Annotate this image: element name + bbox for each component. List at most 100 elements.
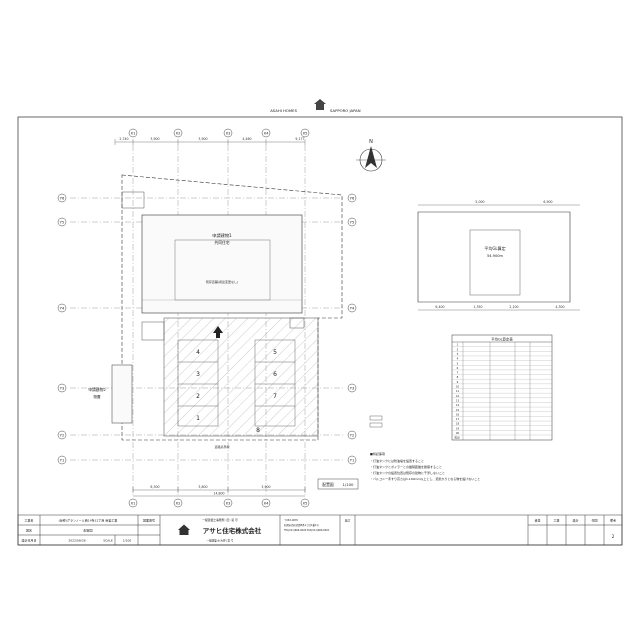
grid-labels-right: Y6 Y5 Y4 Y3 Y2 Y1 [347, 193, 357, 465]
notes-block: ■特記事項 ・灯油タンクには防油堤を設置すること ・灯油タンクとボイラーとの離隔… [370, 451, 480, 481]
gl-total-label: 合計 [454, 436, 460, 440]
north-label: N [369, 139, 373, 145]
gl-table-row-number: 7 [457, 371, 459, 375]
grid-label-top: X5 [303, 131, 308, 135]
gl-table-row-number: 12 [456, 394, 460, 398]
drawing-label: 図名 [26, 528, 32, 533]
small-dim-bottom: 1,350 [473, 305, 482, 309]
entrance-arrow-icon [213, 326, 223, 338]
gl-table-row-number: 14 [456, 403, 460, 407]
small-dim-bottom: 2,100 [509, 305, 518, 309]
note-line: ・灯油タンクとボイラーとの離隔距離を確保すること [370, 464, 442, 469]
brand-left-text: ASAHI HOMES [270, 108, 297, 113]
approval-label: 作図 [591, 518, 597, 523]
gl-table-row-number: 19 [456, 426, 460, 430]
grid-label-bottom: X2 [176, 501, 181, 505]
dim-top-total: 9,177 [295, 137, 304, 141]
grid-label-bottom: X3 [226, 501, 231, 505]
parking-number: 2 [196, 393, 200, 400]
grid-label-left: Y3 [60, 386, 64, 390]
parking-number: 4 [196, 349, 200, 356]
gl-table-row-number: 8 [457, 375, 459, 379]
parking-number: 3 [196, 371, 200, 378]
grid-label-top: X1 [131, 131, 136, 135]
grid-label-right: Y6 [350, 196, 355, 200]
date-value: 2022/08/26 [68, 539, 85, 543]
gl-table: 平均GL算定表 1234567891011121314151617181920 … [451, 334, 553, 441]
gl-table-row-number: 3 [457, 352, 459, 356]
small-dim-bottom: 4,300 [555, 305, 564, 309]
building-1: 申請建物1 共同住宅 既存店舗(用途変更なし) [141, 214, 303, 314]
sheet-label: 図面番号 [143, 518, 155, 523]
dimension-top [114, 139, 306, 145]
gl-table-row-number: 10 [456, 385, 460, 389]
building-2: 申請建物2 物置 [88, 364, 133, 424]
title-block-text: 工事名 (仮称)グランノール西14条12丁目 新築工事 図名 配置図 設計年月日… [21, 518, 616, 543]
gl-table-row-number: 5 [457, 361, 459, 365]
dim-top: 4,460 [242, 137, 251, 141]
company-sub: 一級建築士(大臣) 第 号 [206, 539, 233, 543]
scale-text: 1/100 [123, 539, 132, 543]
gl-table-row-number: 1 [457, 343, 459, 347]
drawing-name: 配置図 [83, 528, 92, 533]
dim-bottom: 3,800 [198, 485, 207, 489]
approval-label: 設計 [572, 518, 578, 523]
parking-number: 1 [196, 415, 200, 422]
small-dim-bottom: 6,400 [435, 305, 444, 309]
notes-heading: ■特記事項 [370, 451, 385, 456]
small-dim-top: 5,000 [475, 200, 484, 204]
note-line: ・灯油タンクの設置位置は既存の建物に干渉しないこと [370, 470, 445, 475]
gl-table-row-number: 17 [456, 417, 460, 421]
gl-table-row-number: 6 [457, 366, 459, 370]
gl-table-row-number: 15 [456, 408, 460, 412]
dim-top: 3,900 [198, 137, 207, 141]
gl-table-row-number: 4 [457, 357, 459, 361]
gl-label: 平均GL算定 [484, 245, 505, 251]
grid-label-bottom: X1 [131, 501, 136, 505]
grid-label-left: Y5 [60, 220, 64, 224]
grid-label-top: X2 [176, 131, 181, 135]
grid-labels-bottom: X1 X2 X3 X4 X5 [128, 498, 310, 508]
north-arrow: N [356, 139, 386, 172]
grid-label-left: Y2 [60, 433, 64, 437]
dim-bottom: 3,900 [261, 485, 270, 489]
brand-right-text: SAPPORO JAPAN [330, 108, 361, 113]
gl-table-row-number: 11 [456, 389, 460, 393]
grid-label-right: Y5 [350, 220, 354, 224]
address-line: TEL(011)666-0000 FAX(011)666-0001 [284, 529, 330, 532]
title-block [17, 514, 623, 546]
note-line: ・灯油タンクには防油堤を設置すること [370, 458, 424, 463]
dimension-bottom-text: 6,300 3,800 3,900 14,800 [150, 485, 270, 496]
approval-label: 審査 [534, 518, 540, 523]
grid-label-left: Y4 [60, 306, 65, 310]
parking-number: 7 [273, 393, 277, 400]
parking-area [163, 317, 319, 437]
gl-site-plan: 5,000 6,900 平均GL算定 54.900m 6,400 1,350 2… [417, 200, 580, 311]
scale-value: 1/100 [343, 482, 355, 487]
gl-table-title: 平均GL算定表 [491, 337, 513, 342]
building-1-label: 申請建物1 [212, 232, 232, 239]
scale-label-box: 配置図 1/100 [317, 478, 359, 490]
parking-number: 5 [273, 349, 277, 356]
approval-label: 備考 [610, 518, 616, 523]
address-line: 〒063-0035 [284, 519, 298, 522]
parking-number: 8 [256, 427, 260, 434]
parking-number: 6 [273, 371, 277, 378]
building-2-sub: 物置 [93, 394, 101, 399]
building-2-label: 申請建物2 [88, 387, 106, 392]
note-line: ・バルコニー手すり高さは1,100mm以上とし、足掛かりとなる物を設けないこと [370, 476, 480, 481]
project-label: 工事名 [24, 518, 33, 523]
gl-table-row-number: 20 [456, 431, 460, 435]
grid-label-right: Y2 [350, 433, 354, 437]
grid-label-right: Y3 [350, 386, 354, 390]
grid-label-right: Y1 [350, 458, 354, 462]
grid-labels-top: X1 X2 X3 X4 X5 [128, 128, 310, 138]
grid-label-right: Y4 [350, 306, 355, 310]
house-logo-icon [314, 99, 326, 110]
gl-table-row-number: 16 [456, 412, 460, 416]
gl-table-row-number: 18 [456, 422, 460, 426]
small-dim-top: 6,900 [543, 200, 552, 204]
dim-bottom: 6,300 [150, 485, 159, 489]
dimension-top-text: 2,740 3,900 3,900 4,460 9,177 [119, 137, 304, 141]
